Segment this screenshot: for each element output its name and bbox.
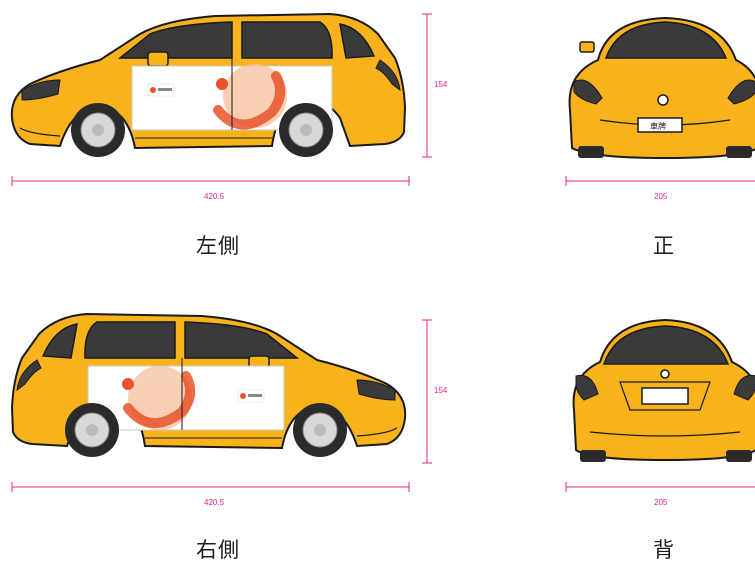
left-panel-logo-icon [147,83,175,97]
front-view: 車牌 205 正 [540,0,755,270]
width-label: 205 [654,498,668,507]
height-dimension [422,13,432,158]
front-license-plate [637,117,683,133]
width-dimension [11,176,410,186]
width-label: 205 [654,192,668,201]
height-dimension [422,319,432,464]
rear-wheel-icon [65,403,119,457]
width-dimension [11,482,410,492]
rear-license-plate [641,387,689,405]
width-label: 420.5 [204,192,225,201]
width-label: 420.5 [204,498,225,507]
rear-view: 205 背 [540,300,755,565]
view-caption: 左側 [196,234,240,258]
right-side-view: 154 420.5 右側 [0,300,470,565]
front-wheel-icon [71,103,125,157]
right-panel-logo-icon [237,389,265,403]
view-caption: 背 [653,538,675,562]
view-caption: 右側 [196,538,240,562]
left-side-view: 154 420.5 左側 [0,0,470,270]
height-label: 154 [434,386,448,395]
car-right-side-drawing [10,312,432,492]
car-rear-drawing [565,318,755,492]
view-caption: 正 [653,234,675,258]
car-front-drawing: 車牌 [565,16,755,186]
rear-wheel-icon [279,103,333,157]
car-left-side-drawing [10,12,432,186]
front-wheel-icon [293,403,347,457]
front-plate-text: 車牌 [650,121,666,131]
height-label: 154 [434,80,448,89]
